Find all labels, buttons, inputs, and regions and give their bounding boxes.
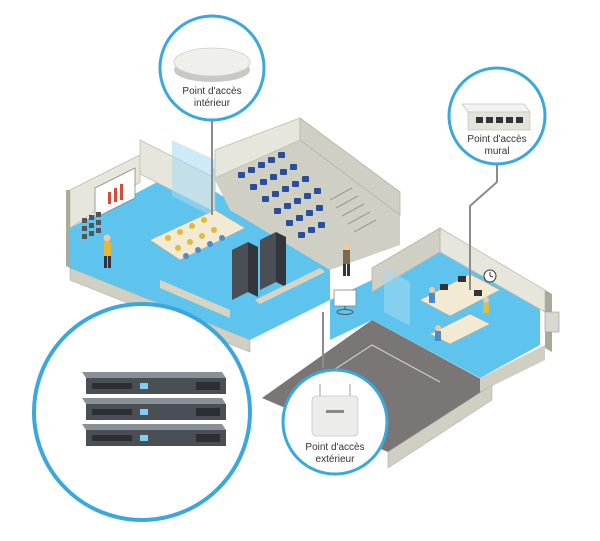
cable-wall [469, 160, 498, 290]
wall-left-side [66, 190, 70, 268]
indoor-ap-label-line2: intérieur [193, 98, 231, 109]
classroom-desks [149, 209, 246, 261]
glass-partition-office [384, 268, 410, 326]
wall-office-front [480, 345, 545, 392]
auditorium-seats [238, 152, 325, 238]
indoor-ap-callout [158, 14, 266, 122]
wall-ap-label: Point d'accès mural [457, 134, 537, 158]
rack-controller-icon [82, 372, 226, 446]
outdoor-ap-label-line2: extérieur [315, 454, 355, 465]
wall-gym-front [387, 384, 493, 469]
wall-poster [82, 212, 101, 239]
speaker-figure [342, 242, 350, 276]
auditorium-stairs [329, 187, 377, 233]
outdoor-ap-label-line1: Point d'accès [305, 442, 365, 453]
lab-desk [160, 280, 230, 318]
wall-auditorium-right [299, 117, 401, 216]
outdoor-ap-callout [281, 368, 389, 476]
controller-callout [32, 302, 252, 522]
office-floor [372, 252, 540, 378]
server-racks [232, 232, 286, 300]
office-desks [419, 273, 501, 345]
chart-bar [108, 192, 111, 204]
chart-bar [114, 188, 117, 202]
indoor-ap-label: Point d'accès intérieur [172, 86, 252, 110]
outdoor-ap-label: Point d'accès extérieur [295, 442, 375, 466]
ac-unit [544, 311, 560, 333]
wall-ap-label-line2: mural [484, 146, 510, 157]
indoor-ap-label-line1: Point d'accès [182, 86, 242, 97]
room-contents [82, 152, 560, 393]
wall-clock [483, 269, 497, 283]
wall-access-point-icon [461, 103, 531, 131]
lab-desk [255, 268, 325, 304]
outdoor-access-point-icon [311, 384, 359, 437]
callout-cables [211, 105, 498, 368]
chart-bar [120, 184, 123, 200]
wall-ap-callout [447, 66, 547, 166]
teacher-figure [103, 234, 111, 268]
wall-ap-label-line1: Point d'accès [467, 134, 527, 145]
auditorium-floor [210, 130, 400, 270]
ceiling-access-point-icon [173, 47, 251, 82]
glass-partition [172, 140, 215, 218]
basketball-hoop [333, 289, 357, 315]
